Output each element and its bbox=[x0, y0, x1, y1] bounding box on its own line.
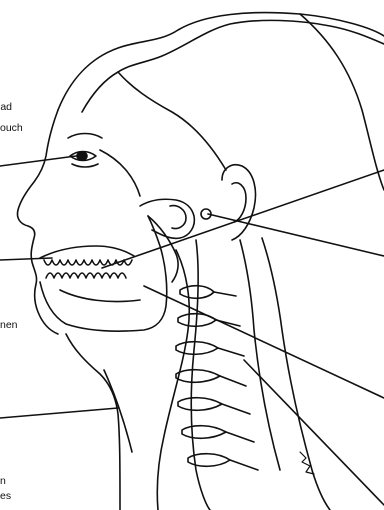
hair-bun-ridge bbox=[300, 14, 384, 190]
eye-lower bbox=[72, 164, 98, 167]
face-profile bbox=[17, 110, 58, 334]
spinous-processes bbox=[214, 292, 258, 470]
cropped-label-top-2: ouch bbox=[0, 122, 23, 134]
upper-jaw-line bbox=[40, 246, 134, 258]
cropped-label-top-1: ad bbox=[0, 101, 12, 113]
cheek-contour bbox=[100, 150, 140, 196]
eye-pupil bbox=[77, 152, 87, 160]
eye-brow bbox=[68, 134, 102, 139]
neck-back bbox=[262, 238, 330, 510]
spine-column bbox=[191, 240, 210, 510]
jaw-inner bbox=[60, 290, 140, 302]
leader-line-throat bbox=[0, 408, 118, 418]
ear-inner bbox=[232, 183, 246, 222]
hairline bbox=[118, 72, 226, 170]
cropped-label-middle: nen bbox=[0, 319, 18, 331]
tmj-condyle bbox=[170, 206, 186, 229]
ear-outer bbox=[222, 165, 256, 240]
leader-line-eye bbox=[0, 156, 76, 166]
hair-back bbox=[82, 20, 384, 112]
cropped-label-bottom-1: n bbox=[0, 475, 6, 487]
neck-back-muscle bbox=[240, 240, 280, 470]
leader-line-ear bbox=[208, 214, 384, 256]
lower-teeth bbox=[46, 273, 126, 278]
leader-line-vertebra bbox=[244, 360, 384, 505]
cropped-label-bottom-2: es bbox=[0, 490, 11, 502]
sternocleidomastoid bbox=[157, 250, 189, 510]
neck-front bbox=[66, 334, 120, 510]
